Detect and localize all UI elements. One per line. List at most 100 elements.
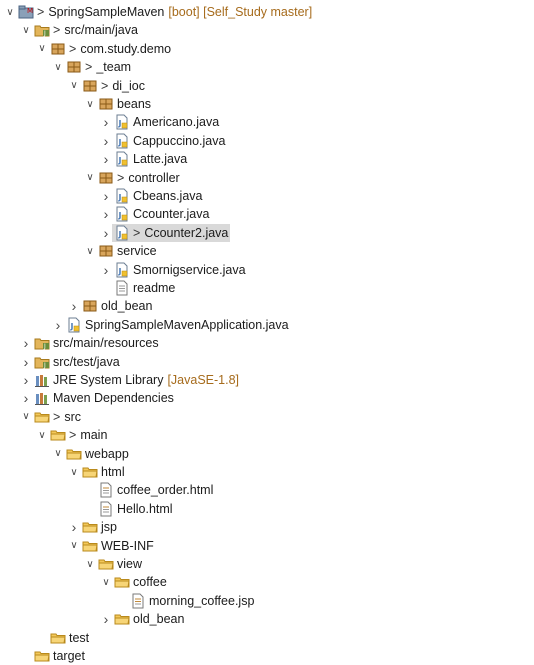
tree-item-label-group[interactable]: Hello.html bbox=[96, 500, 175, 518]
tree-item-label-group[interactable]: >com.study.demo bbox=[48, 40, 173, 58]
tree-item-label-group[interactable]: J>Ccounter2.java bbox=[112, 223, 231, 242]
tree-item-label-group[interactable]: old_bean bbox=[112, 610, 186, 628]
tree-row[interactable]: ∨J>src/main/java bbox=[0, 21, 140, 39]
collapse-chevron-icon[interactable]: › bbox=[23, 335, 29, 352]
tree-row[interactable]: ∨webapp bbox=[0, 445, 131, 463]
tree-row[interactable]: ›Maven Dependencies bbox=[0, 389, 176, 407]
tree-item-label-group[interactable]: test bbox=[48, 629, 91, 647]
tree-item-label-group[interactable]: html bbox=[80, 463, 127, 481]
tree-item-label-group[interactable]: beans bbox=[96, 95, 153, 113]
expand-chevron-icon[interactable]: ∨ bbox=[102, 576, 110, 588]
tree-item-label-group[interactable]: >controller bbox=[96, 169, 182, 187]
expand-chevron-icon[interactable]: ∨ bbox=[86, 558, 94, 570]
tree-item-label-group[interactable]: morning_coffee.jsp bbox=[128, 592, 256, 610]
tree-row[interactable]: ›JRE System Library[JavaSE-1.8] bbox=[0, 371, 241, 389]
tree-row[interactable]: ∨>com.study.demo bbox=[0, 40, 173, 58]
tree-row[interactable]: morning_coffee.jsp bbox=[0, 592, 256, 610]
collapse-chevron-icon[interactable]: › bbox=[23, 390, 29, 407]
expand-chevron-icon[interactable]: ∨ bbox=[54, 61, 62, 73]
collapse-chevron-icon[interactable]: › bbox=[71, 298, 77, 315]
tree-item-label-group[interactable]: service bbox=[96, 242, 159, 260]
tree-item-label-group[interactable]: coffee_order.html bbox=[96, 481, 215, 499]
tree-row[interactable]: ∨>controller bbox=[0, 169, 182, 187]
expand-chevron-icon[interactable]: ∨ bbox=[86, 245, 94, 257]
tree-row[interactable]: ∨beans bbox=[0, 95, 153, 113]
collapse-chevron-icon[interactable]: › bbox=[103, 206, 109, 223]
tree-row[interactable]: ∨>_team bbox=[0, 58, 133, 76]
collapse-chevron-icon[interactable]: › bbox=[103, 224, 109, 241]
collapse-chevron-icon[interactable]: › bbox=[103, 132, 109, 149]
tree-item-label-group[interactable]: Maven Dependencies bbox=[32, 389, 176, 407]
expand-chevron-icon[interactable]: ∨ bbox=[70, 466, 78, 478]
collapse-chevron-icon[interactable]: › bbox=[23, 353, 29, 370]
tree-row[interactable]: ∨coffee bbox=[0, 573, 169, 591]
tree-row[interactable]: ›old_bean bbox=[0, 610, 186, 628]
tree-item-label-group[interactable]: old_bean bbox=[80, 297, 154, 315]
expand-chevron-icon[interactable]: ∨ bbox=[38, 43, 46, 55]
collapse-chevron-icon[interactable]: › bbox=[23, 372, 29, 388]
tree-row[interactable]: Hello.html bbox=[0, 500, 175, 518]
collapse-chevron-icon[interactable]: › bbox=[103, 611, 109, 628]
tree-row[interactable]: ›jsp bbox=[0, 518, 119, 536]
tree-row[interactable]: ›old_bean bbox=[0, 297, 154, 315]
tree-row[interactable]: ∨service bbox=[0, 242, 159, 260]
expand-chevron-icon[interactable]: ∨ bbox=[54, 448, 62, 460]
tree-item-label-group[interactable]: >_team bbox=[64, 58, 133, 76]
tree-item-label-group[interactable]: readme bbox=[112, 279, 177, 297]
tree-item-label-group[interactable]: jsp bbox=[80, 518, 119, 536]
tree-item-label-group[interactable]: J>src/main/java bbox=[32, 21, 140, 39]
tree-row[interactable]: ›J>Ccounter2.java bbox=[0, 223, 231, 242]
expand-chevron-icon[interactable]: ∨ bbox=[22, 411, 30, 423]
collapse-chevron-icon[interactable]: › bbox=[103, 261, 109, 278]
tree-row[interactable]: ∨>main bbox=[0, 426, 109, 444]
tree-row[interactable]: coffee_order.html bbox=[0, 481, 215, 499]
expand-chevron-icon[interactable]: ∨ bbox=[86, 98, 94, 110]
tree-item-label-group[interactable]: coffee bbox=[112, 573, 169, 591]
tree-row[interactable]: readme bbox=[0, 279, 177, 297]
collapse-chevron-icon[interactable]: › bbox=[103, 151, 109, 168]
tree-row[interactable]: ∨WEB-INF bbox=[0, 537, 156, 555]
collapse-chevron-icon[interactable]: › bbox=[55, 316, 61, 333]
expand-chevron-icon[interactable]: ∨ bbox=[6, 6, 14, 18]
tree-row[interactable]: ∨view bbox=[0, 555, 144, 573]
tree-item-label-group[interactable]: WEB-INF bbox=[80, 537, 156, 555]
collapse-chevron-icon[interactable]: › bbox=[103, 114, 109, 131]
expand-chevron-icon[interactable]: ∨ bbox=[70, 540, 78, 552]
tree-row[interactable]: ∨html bbox=[0, 463, 127, 481]
tree-item-label-group[interactable]: view bbox=[96, 555, 144, 573]
tree-item-label-group[interactable]: >di_ioc bbox=[80, 77, 147, 95]
expand-chevron-icon[interactable]: ∨ bbox=[22, 24, 30, 36]
expand-chevron-icon[interactable]: ∨ bbox=[70, 80, 78, 92]
expand-chevron-icon[interactable]: ∨ bbox=[38, 429, 46, 441]
tree-item-label-group[interactable]: JRE System Library[JavaSE-1.8] bbox=[32, 371, 241, 389]
tree-row[interactable]: test bbox=[0, 629, 91, 647]
tree-row[interactable]: target bbox=[0, 647, 87, 665]
tree-item-label-group[interactable]: >main bbox=[48, 426, 109, 444]
tree-item-label-group[interactable]: >src bbox=[32, 408, 83, 426]
expand-chevron-icon[interactable]: ∨ bbox=[86, 172, 94, 184]
tree-row[interactable]: ∨>src bbox=[0, 408, 83, 426]
tree-row[interactable]: ∨M>SpringSampleMaven[boot] [Self_Study m… bbox=[0, 3, 314, 21]
collapse-chevron-icon[interactable]: › bbox=[71, 519, 77, 536]
tree-item-label-group[interactable]: webapp bbox=[64, 445, 131, 463]
tree-row[interactable]: ∨>di_ioc bbox=[0, 77, 147, 95]
tree-item-label-group[interactable]: target bbox=[32, 647, 87, 665]
tree-item-label-group[interactable]: M>SpringSampleMaven[boot] [Self_Study ma… bbox=[16, 3, 314, 21]
